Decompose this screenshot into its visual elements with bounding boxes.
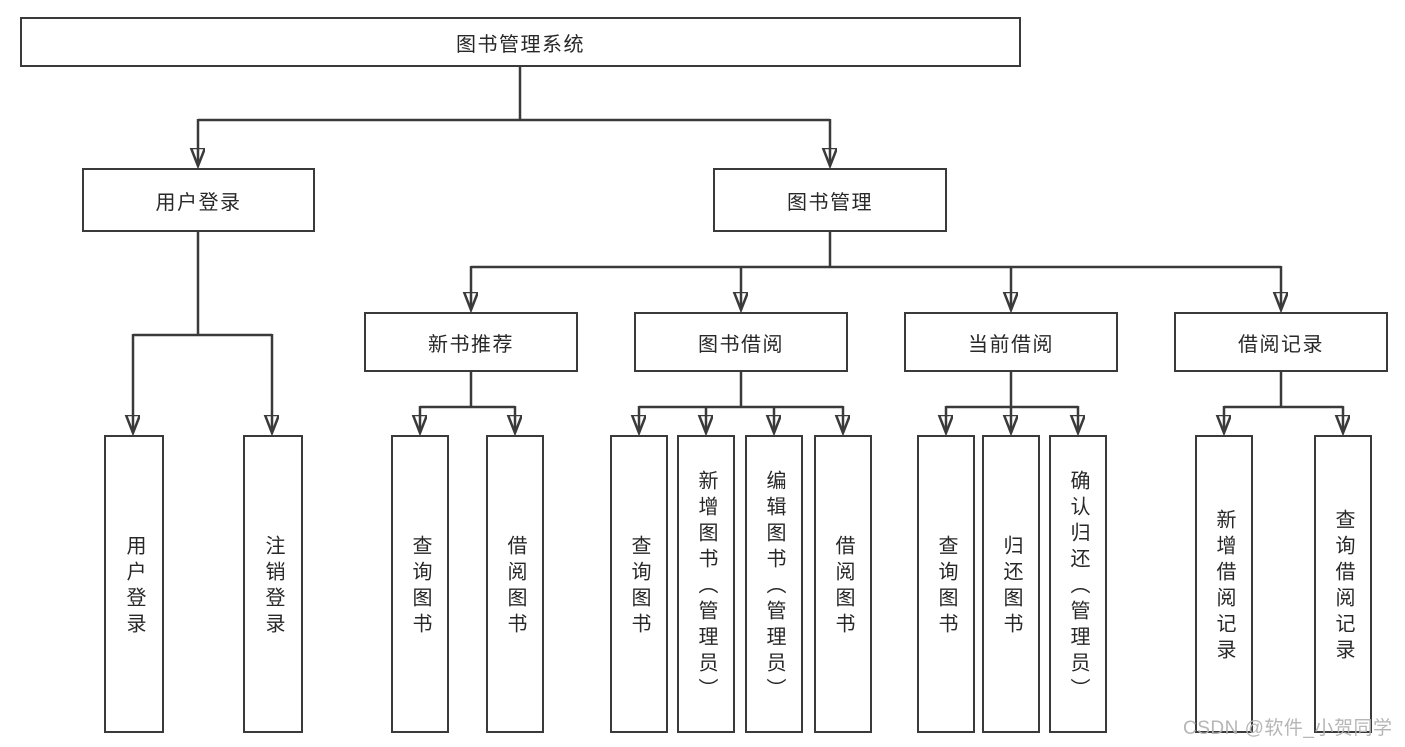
leaf-logout: 注销登录 [243,435,303,733]
leaf-borrow-book-2: 借阅图书 [814,435,872,733]
leaf-borrow-book-1: 借阅图书 [486,435,544,733]
node-library-management-system: 图书管理系统 [20,17,1021,67]
node-book-management: 图书管理 [713,168,947,232]
leaf-add-borrow-record: 新增借阅记录 [1195,435,1253,733]
leaf-user-login: 用户登录 [104,435,164,733]
leaf-edit-book-admin: 编辑图书（管理员） [745,435,803,733]
leaf-return-book: 归还图书 [982,435,1040,733]
leaf-query-book-3: 查询图书 [917,435,975,733]
node-book-borrow: 图书借阅 [634,312,848,372]
node-new-book-recommend: 新书推荐 [364,312,578,372]
node-current-borrow: 当前借阅 [904,312,1118,372]
leaf-confirm-return-admin: 确认归还（管理员） [1049,435,1107,733]
leaf-query-book-2: 查询图书 [610,435,668,733]
watermark: CSDN @软件_小贺同学 [1183,718,1393,739]
leaf-add-book-admin: 新增图书（管理员） [677,435,735,733]
node-user-login: 用户登录 [82,168,315,232]
leaf-query-book-1: 查询图书 [391,435,449,733]
node-borrow-record: 借阅记录 [1174,312,1388,372]
leaf-query-borrow-record: 查询借阅记录 [1314,435,1372,733]
